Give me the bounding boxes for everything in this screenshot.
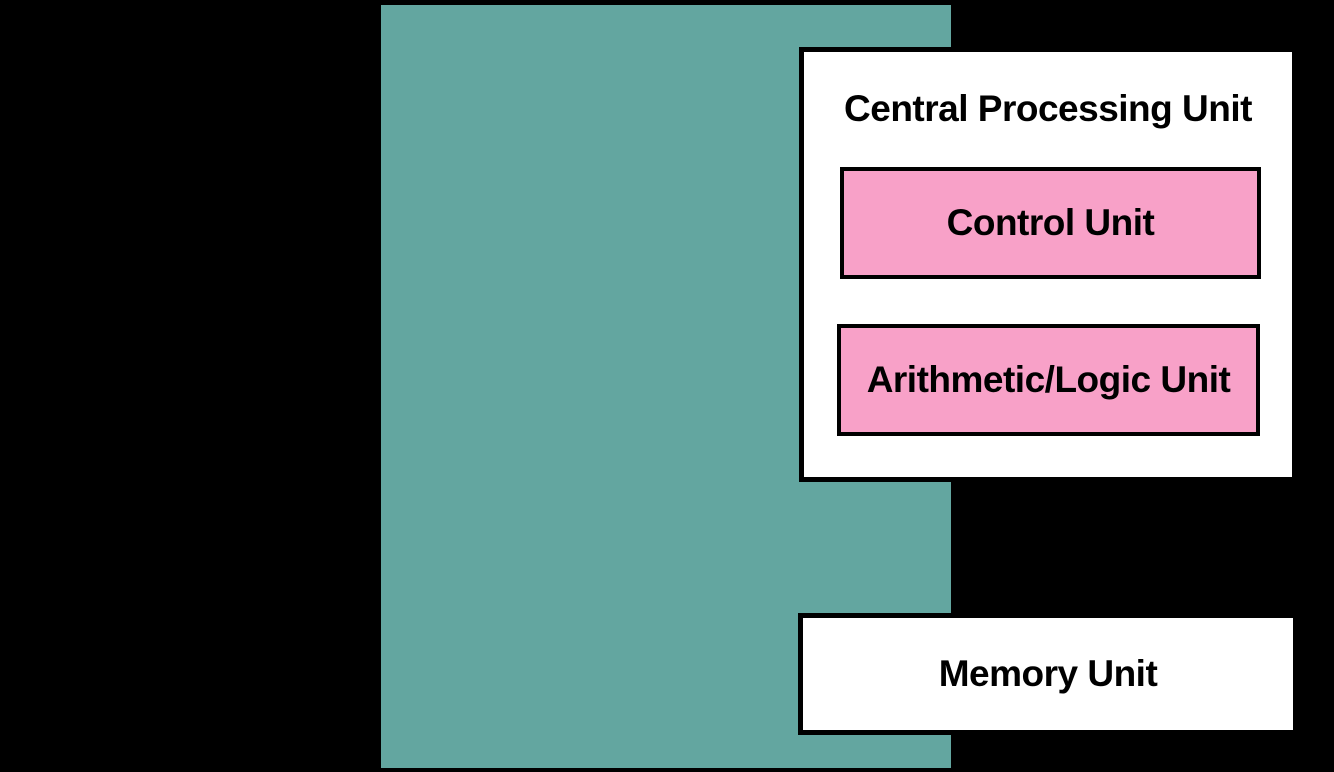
cpu-box: Central Processing Unit Control Unit Ari… — [799, 47, 1297, 482]
alu-label: Arithmetic/Logic Unit — [866, 359, 1231, 400]
computer-panel: Central Processing Unit Control Unit Ari… — [381, 5, 1298, 768]
control-unit-label: Control Unit — [946, 202, 1155, 243]
arrow-cpu-to-memory — [999, 482, 1039, 613]
arrow-cpu-to-memory-stem — [1016, 482, 1022, 584]
arrow-memory-to-cpu-stem — [1074, 510, 1080, 617]
alu-box: Arithmetic/Logic Unit — [837, 324, 1260, 436]
memory-unit-box: Memory Unit — [798, 613, 1298, 735]
cpu-title: Central Processing Unit — [844, 88, 1252, 129]
control-unit-box: Control Unit — [840, 167, 1261, 279]
arrow-up-icon — [1057, 482, 1097, 515]
arrow-down-icon — [999, 580, 1039, 613]
memory-unit-label: Memory Unit — [938, 653, 1158, 694]
arrow-memory-to-cpu — [1057, 482, 1097, 617]
